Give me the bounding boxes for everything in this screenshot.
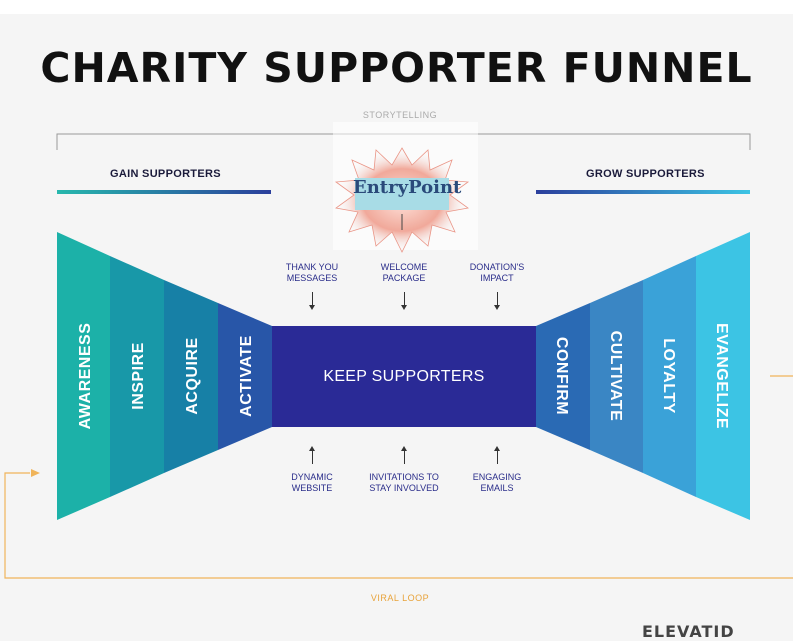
- annotation-line: DONATION'S: [469, 262, 525, 272]
- gain-supporters-bar: [57, 190, 271, 194]
- annotation-line: WELCOME: [380, 262, 428, 272]
- stage-evangelize-segment: [696, 232, 750, 520]
- stage-loyalty-label: LOYALTY: [660, 338, 677, 414]
- keep-supporters-label: KEEP SUPPORTERS: [323, 368, 484, 385]
- annotation-line: INVITATIONS TO: [369, 472, 439, 482]
- annotation-donation-impact: DONATION'S IMPACT: [452, 262, 542, 284]
- annotation-line: MESSAGES: [286, 273, 338, 283]
- annotation-dynamic-website: DYNAMIC WEBSITE: [267, 472, 357, 494]
- annotation-line: STAY INVOLVED: [369, 483, 439, 493]
- annotation-line: THANK YOU: [285, 262, 339, 272]
- annotation-line: ENGAGING: [472, 472, 522, 482]
- annotation-engaging-emails: ENGAGING EMAILS: [452, 472, 542, 494]
- stage-acquire-segment: [164, 280, 218, 473]
- stage-cultivate-segment: [590, 280, 643, 473]
- arrow-up-icon: [494, 446, 500, 464]
- arrow-up-icon: [309, 446, 315, 464]
- stage-awareness-segment: [57, 232, 110, 520]
- annotation-welcome: WELCOME PACKAGE: [359, 262, 449, 284]
- arrow-down-icon: [309, 292, 315, 310]
- top-band: [0, 0, 793, 14]
- stage-activate-label: ACTIVATE: [238, 335, 255, 417]
- annotation-line: WEBSITE: [291, 483, 333, 493]
- annotation-line: IMPACT: [480, 273, 514, 283]
- keep-supporters-block: [272, 326, 536, 427]
- annotation-line: DYNAMIC: [291, 472, 333, 482]
- annotation-line: PACKAGE: [382, 273, 426, 283]
- viral-loop-line: [4, 472, 793, 579]
- viral-loop-label: VIRAL LOOP: [370, 593, 430, 603]
- logo-text: ELEVATID: [642, 622, 735, 641]
- page-title: CHARITY SUPPORTER FUNNEL: [40, 44, 753, 92]
- annotation-invitations: INVITATIONS TO STAY INVOLVED: [359, 472, 449, 494]
- stage-loyalty-segment: [643, 256, 696, 497]
- gain-supporters-label: GAIN SUPPORTERS: [110, 168, 221, 180]
- stage-cultivate-label: CULTIVATE: [607, 331, 624, 422]
- arrow-up-icon: [401, 446, 407, 464]
- viral-loop-arrowhead: [31, 469, 40, 477]
- stage-awareness-label: AWARENESS: [77, 323, 94, 430]
- stage-activate-segment: [218, 303, 272, 450]
- annotation-thank-you: THANK YOU MESSAGES: [267, 262, 357, 284]
- watermark-text: EntryPoint: [353, 177, 462, 198]
- grow-supporters-label: GROW SUPPORTERS: [586, 168, 705, 180]
- grow-supporters-bar: [536, 190, 750, 194]
- stage-confirm-label: CONFIRM: [553, 337, 570, 415]
- arrow-down-icon: [494, 292, 500, 310]
- stage-acquire-label: ACQUIRE: [184, 337, 201, 414]
- annotation-line: EMAILS: [480, 483, 514, 493]
- stage-confirm-segment: [536, 303, 590, 450]
- brand-logo: ELEVATID: [642, 622, 735, 641]
- stage-inspire-label: INSPIRE: [130, 342, 147, 410]
- stage-evangelize-label: EVANGELIZE: [713, 323, 730, 429]
- arrow-down-icon: [401, 292, 407, 310]
- stage-inspire-segment: [110, 256, 164, 497]
- storytelling-label: STORYTELLING: [362, 110, 438, 120]
- watermark-label-box: [355, 178, 449, 210]
